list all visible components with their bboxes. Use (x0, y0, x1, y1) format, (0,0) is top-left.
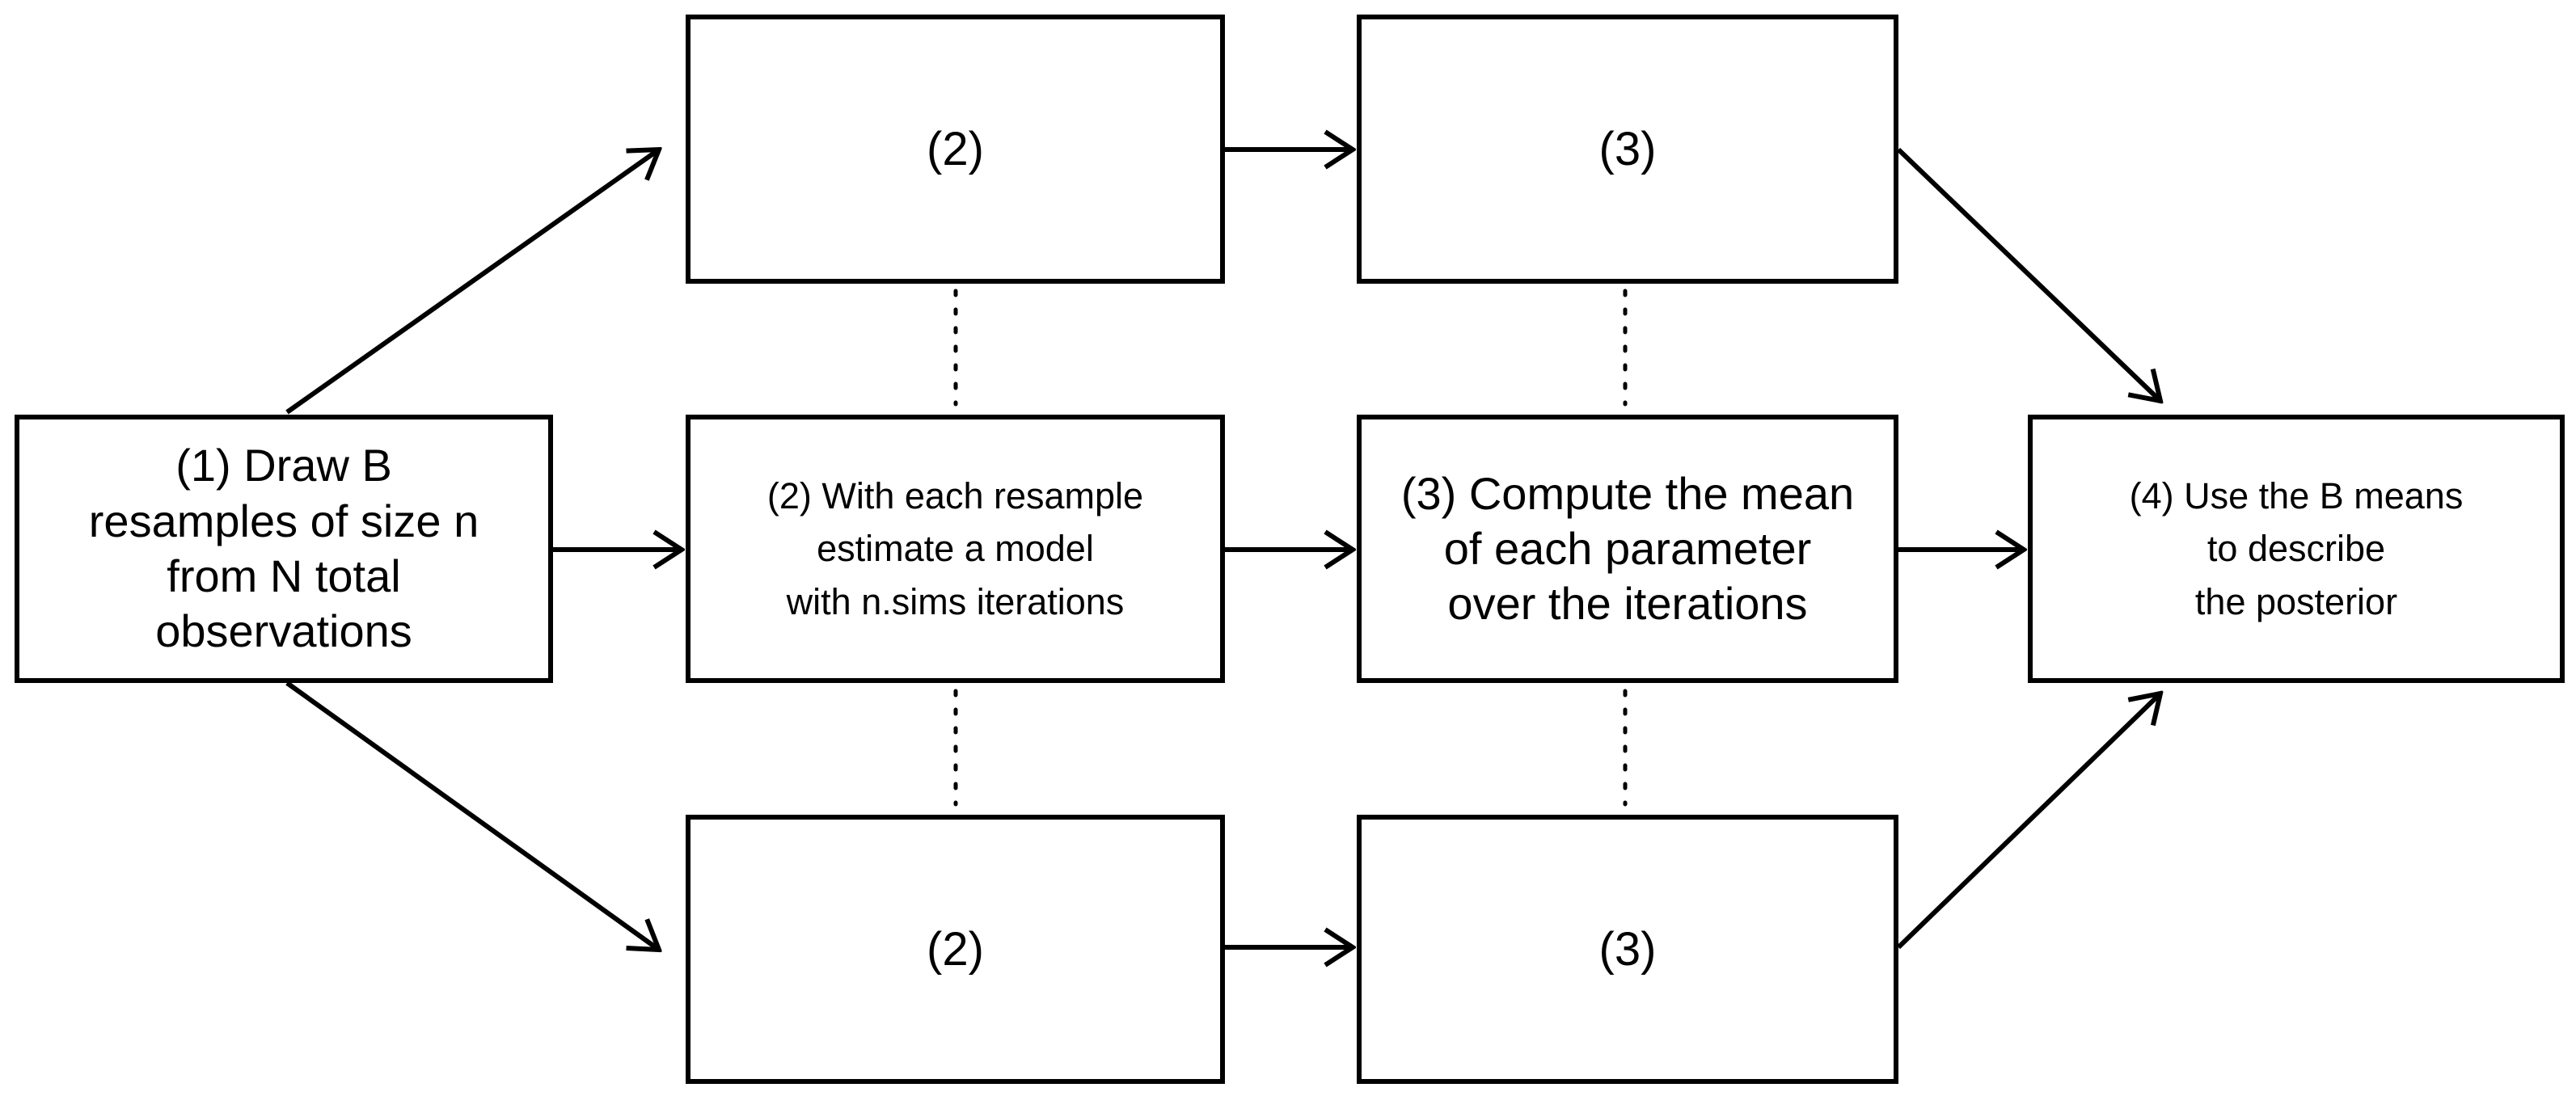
step2-mid-label: (2) With each resample estimate a model … (766, 475, 1144, 622)
step2-mid-box: (2) With each resample estimate a model … (686, 415, 1225, 683)
step3-top-box: (3) (1357, 15, 1898, 284)
step3-bot-label: (3) (1598, 922, 1657, 976)
step3-mid-label: (3) Compute the mean of each parameter o… (1400, 467, 1855, 630)
step2-top-label: (2) (927, 122, 984, 175)
step1-box: (1) Draw B resamples of size n from N to… (15, 415, 553, 683)
step2-top-box: (2) (686, 15, 1225, 284)
step4-label: (4) Use the B means to describe the post… (2129, 475, 2464, 622)
step3-bot-box: (3) (1357, 815, 1898, 1084)
step4-box: (4) Use the B means to describe the post… (2028, 415, 2565, 683)
arrow-step1-to-step2-bot (285, 681, 659, 950)
step2-bot-label: (2) (927, 922, 984, 976)
arrow-step3-top-to-step4 (1896, 147, 2160, 401)
arrow-step1-to-step2-top (285, 150, 659, 415)
step3-top-label: (3) (1598, 122, 1657, 175)
step1-label: (1) Draw B resamples of size n from N to… (88, 440, 479, 657)
arrow-step3-bot-to-step4 (1896, 693, 2160, 950)
step2-bot-box: (2) (686, 815, 1225, 1084)
step3-mid-box: (3) Compute the mean of each parameter o… (1357, 415, 1898, 683)
